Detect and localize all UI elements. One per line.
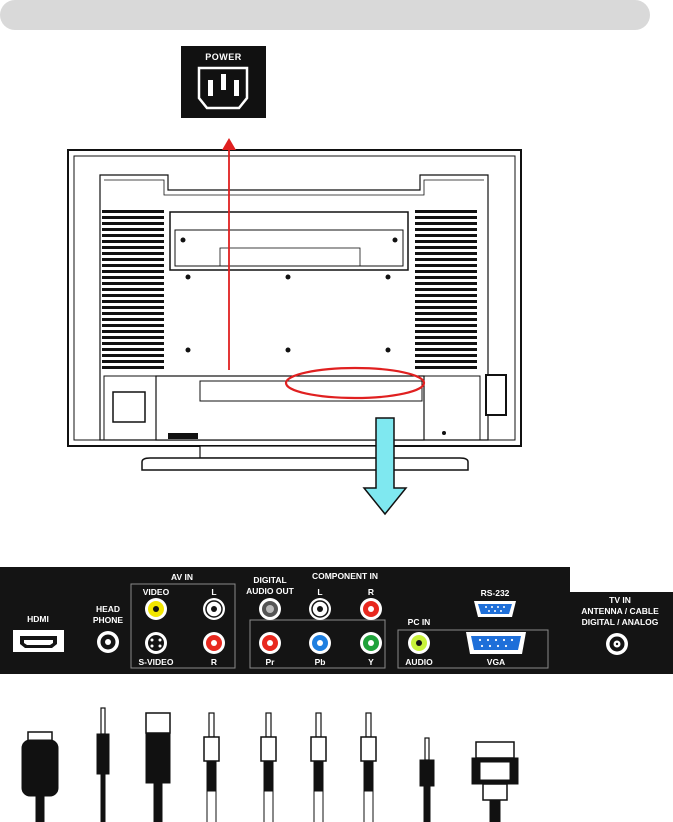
jack-pc-audio (408, 632, 430, 654)
label-pr: Pr (266, 657, 276, 667)
tv-stand (142, 446, 468, 470)
vent-right (415, 210, 477, 370)
label-hdmi: HDMI (27, 614, 49, 624)
label-s-video: S-VIDEO (139, 657, 174, 667)
jack-av-l-white (203, 598, 225, 620)
label-comp-r: R (368, 587, 374, 597)
jack-comp-r-red (360, 598, 382, 620)
label-component-in: COMPONENT IN (312, 571, 378, 581)
label-av-l: L (211, 587, 216, 597)
label-tv-in: TV IN (609, 595, 631, 605)
label-av-r: R (211, 657, 217, 667)
rca-plug-icon-4 (361, 713, 376, 822)
jack-video-yellow (145, 598, 167, 620)
vga-port (466, 632, 526, 654)
label-headphone-1: HEAD (96, 604, 120, 614)
label-video: VIDEO (143, 587, 170, 597)
label-comp-l: L (317, 587, 322, 597)
s-video-plug-icon (146, 713, 170, 822)
label-av-in: AV IN (171, 572, 193, 582)
cable-plugs (22, 708, 518, 822)
rca-plug-icon-3 (311, 713, 326, 822)
rca-plug-icon-1 (204, 713, 219, 822)
jack-pb-blue (309, 632, 331, 654)
label-y: Y (368, 657, 374, 667)
label-digital: DIGITAL (253, 575, 286, 585)
jack-pr-red (259, 632, 281, 654)
label-vga: VGA (487, 657, 505, 667)
rca-plug-icon-2 (261, 713, 276, 822)
pc-audio-plug-icon (420, 738, 434, 822)
antenna-jack (606, 633, 628, 655)
label-pc-audio: AUDIO (405, 657, 433, 667)
label-antenna-cable: ANTENNA / CABLE (581, 606, 659, 616)
label-audio-out: AUDIO OUT (246, 586, 295, 596)
headphone-jack (97, 631, 119, 653)
headphone-plug-icon (97, 708, 109, 822)
connector-panel: HDMI HEAD PHONE AV IN VIDEO L S-VIDEO R (0, 567, 673, 674)
s-video-port (145, 632, 167, 654)
vent-left (102, 210, 164, 370)
label-digital-analog: DIGITAL / ANALOG (582, 617, 659, 627)
label-pc-in: PC IN (408, 617, 431, 627)
jack-av-r-red (203, 632, 225, 654)
label-headphone-2: PHONE (93, 615, 124, 625)
jack-y-green (360, 632, 382, 654)
label-pb: Pb (315, 657, 326, 667)
label-rs232: RS-232 (481, 588, 510, 598)
tv-back (68, 150, 521, 446)
jack-digital-audio-out (259, 598, 281, 620)
rs232-port (474, 601, 516, 617)
vga-plug-icon (472, 742, 518, 822)
hdmi-plug-icon (22, 732, 58, 822)
jack-comp-l-white (309, 598, 331, 620)
